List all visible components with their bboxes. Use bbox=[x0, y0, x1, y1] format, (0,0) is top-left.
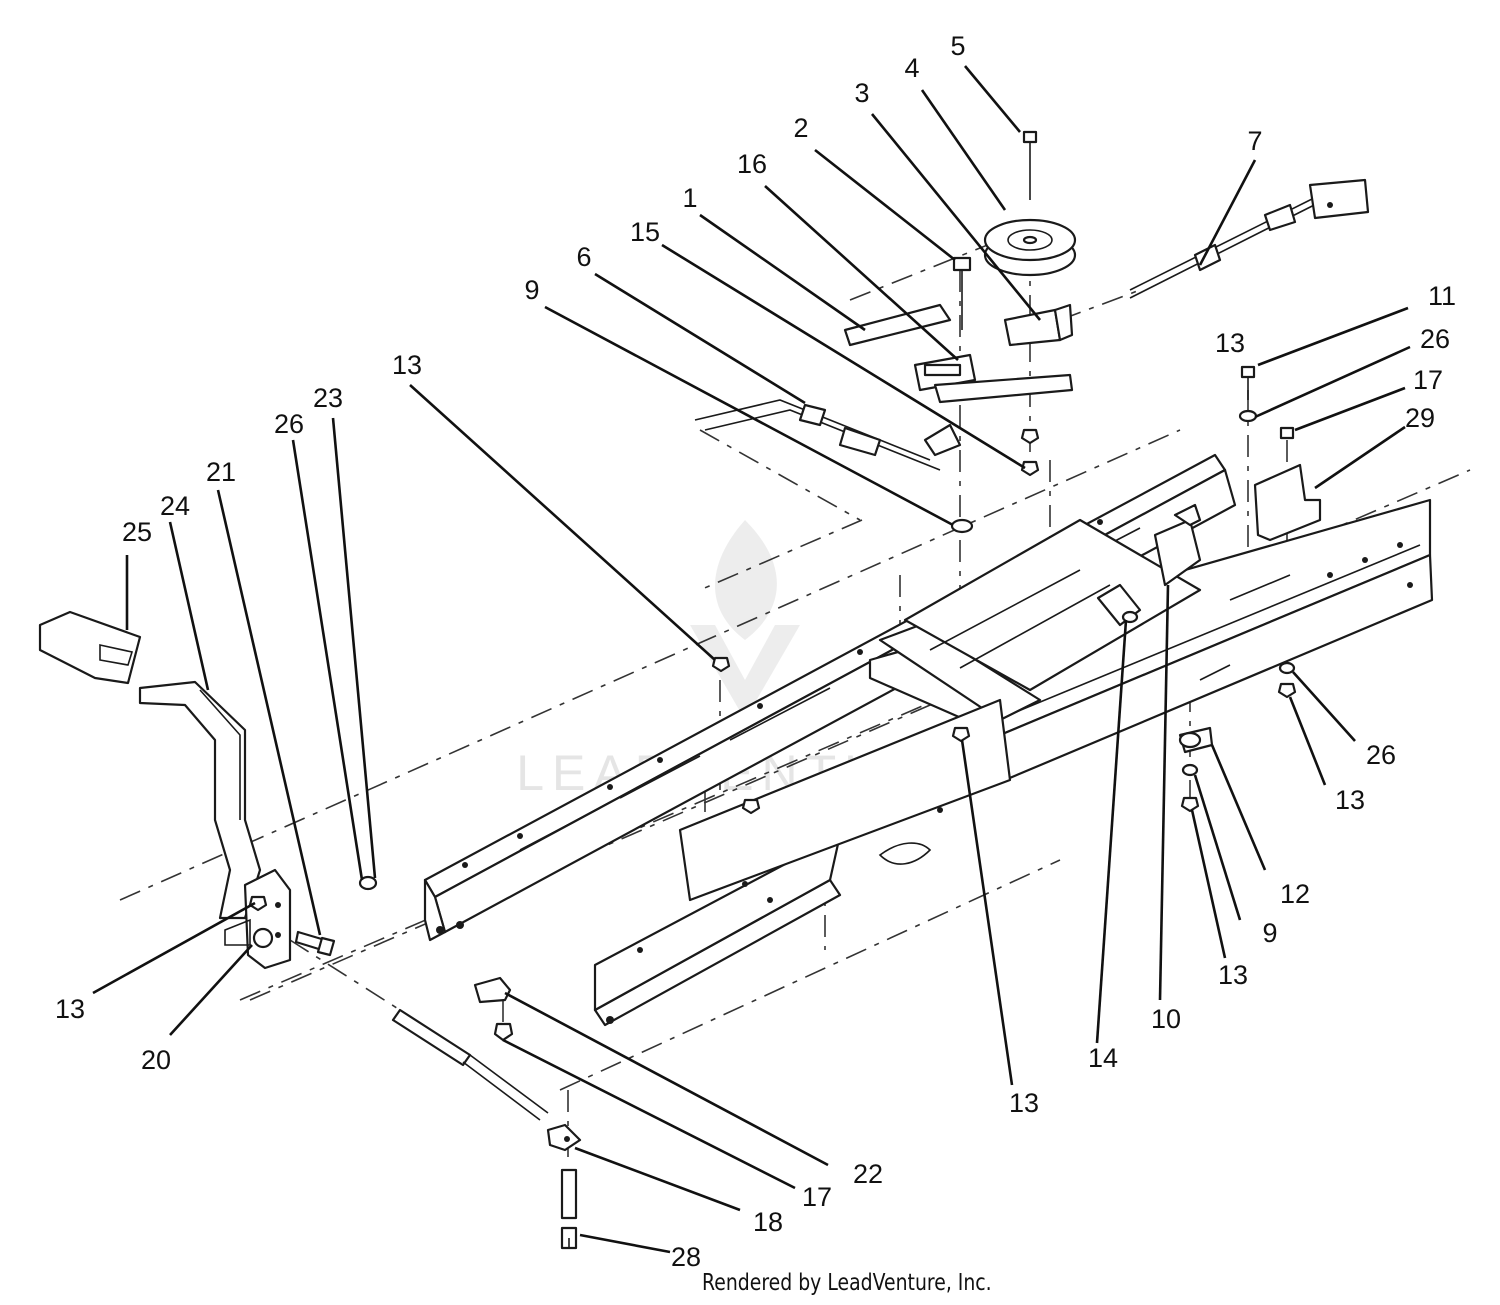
callout-26-top-right: 26 bbox=[1420, 324, 1450, 354]
callout-3: 3 bbox=[854, 78, 869, 108]
fasteners-right bbox=[711, 365, 1297, 815]
callout-22: 22 bbox=[853, 1159, 883, 1189]
callout-15: 15 bbox=[630, 217, 660, 247]
callout-13-left: 13 bbox=[55, 994, 85, 1024]
leader-lines bbox=[92, 65, 1411, 1254]
footer-credit: Rendered by LeadVenture, Inc. bbox=[702, 1268, 992, 1295]
pedal-bracket-20 bbox=[224, 868, 292, 970]
callout-13-top-right: 13 bbox=[1215, 328, 1245, 358]
idler-pulley bbox=[983, 218, 1077, 277]
spacer-18 bbox=[560, 1168, 578, 1220]
callout-23: 23 bbox=[313, 383, 343, 413]
callout-10: 10 bbox=[1151, 1004, 1181, 1034]
belt-guide-arm bbox=[843, 303, 1074, 404]
callout-16: 16 bbox=[737, 149, 767, 179]
callout-4: 4 bbox=[904, 53, 919, 83]
bolt-28 bbox=[560, 1226, 578, 1250]
callout-13-center: 13 bbox=[392, 350, 422, 380]
callout-5: 5 bbox=[950, 31, 965, 61]
callouts: 5 4 3 2 16 1 15 6 9 7 11 13 26 17 29 13 … bbox=[55, 31, 1456, 1272]
callout-7: 7 bbox=[1247, 126, 1262, 156]
callout-9: 9 bbox=[524, 275, 539, 305]
callout-29: 29 bbox=[1405, 403, 1435, 433]
brake-clip-22 bbox=[473, 976, 512, 1004]
bracket-10 bbox=[1153, 503, 1202, 587]
callout-11: 11 bbox=[1428, 281, 1456, 311]
callout-28: 28 bbox=[671, 1242, 701, 1272]
callout-25: 25 bbox=[122, 517, 152, 547]
cable-spring-7 bbox=[1129, 178, 1370, 299]
callout-12: 12 bbox=[1280, 879, 1310, 909]
brake-rod bbox=[391, 1008, 582, 1152]
callout-21: 21 bbox=[206, 457, 236, 487]
bolt-5 bbox=[1022, 130, 1038, 200]
callout-24: 24 bbox=[160, 491, 190, 521]
callout-13-lower-right: 13 bbox=[1218, 960, 1248, 990]
callout-13-right: 13 bbox=[1335, 785, 1365, 815]
callout-20: 20 bbox=[141, 1045, 171, 1075]
callout-17-top-right: 17 bbox=[1413, 365, 1443, 395]
cable-spring-6 bbox=[694, 399, 962, 471]
pedal-fasteners bbox=[248, 875, 378, 957]
callout-2: 2 bbox=[793, 113, 808, 143]
callout-17-bottom: 17 bbox=[802, 1182, 832, 1212]
switch-14 bbox=[1096, 583, 1142, 627]
flame-logo-icon bbox=[715, 520, 777, 640]
pedal-pad-25 bbox=[38, 610, 142, 685]
callout-13-bottom: 13 bbox=[1009, 1088, 1039, 1118]
bracket-12 bbox=[1178, 726, 1214, 754]
fastener-17b bbox=[493, 1022, 514, 1042]
idler-bracket bbox=[1003, 303, 1074, 347]
bracket-29 bbox=[1253, 463, 1322, 542]
callout-6: 6 bbox=[576, 242, 591, 272]
callout-26-left: 26 bbox=[274, 409, 304, 439]
cross-plate bbox=[878, 518, 1202, 722]
callout-26-right: 26 bbox=[1366, 740, 1396, 770]
pedal-arm-24 bbox=[138, 680, 262, 920]
front-frame bbox=[678, 698, 1012, 903]
v-logo-icon bbox=[690, 625, 800, 720]
callout-14: 14 bbox=[1088, 1043, 1118, 1073]
callout-18: 18 bbox=[753, 1207, 783, 1237]
callout-1: 1 bbox=[682, 183, 697, 213]
bolt-2 bbox=[952, 256, 972, 330]
callout-9-right: 9 bbox=[1262, 918, 1277, 948]
